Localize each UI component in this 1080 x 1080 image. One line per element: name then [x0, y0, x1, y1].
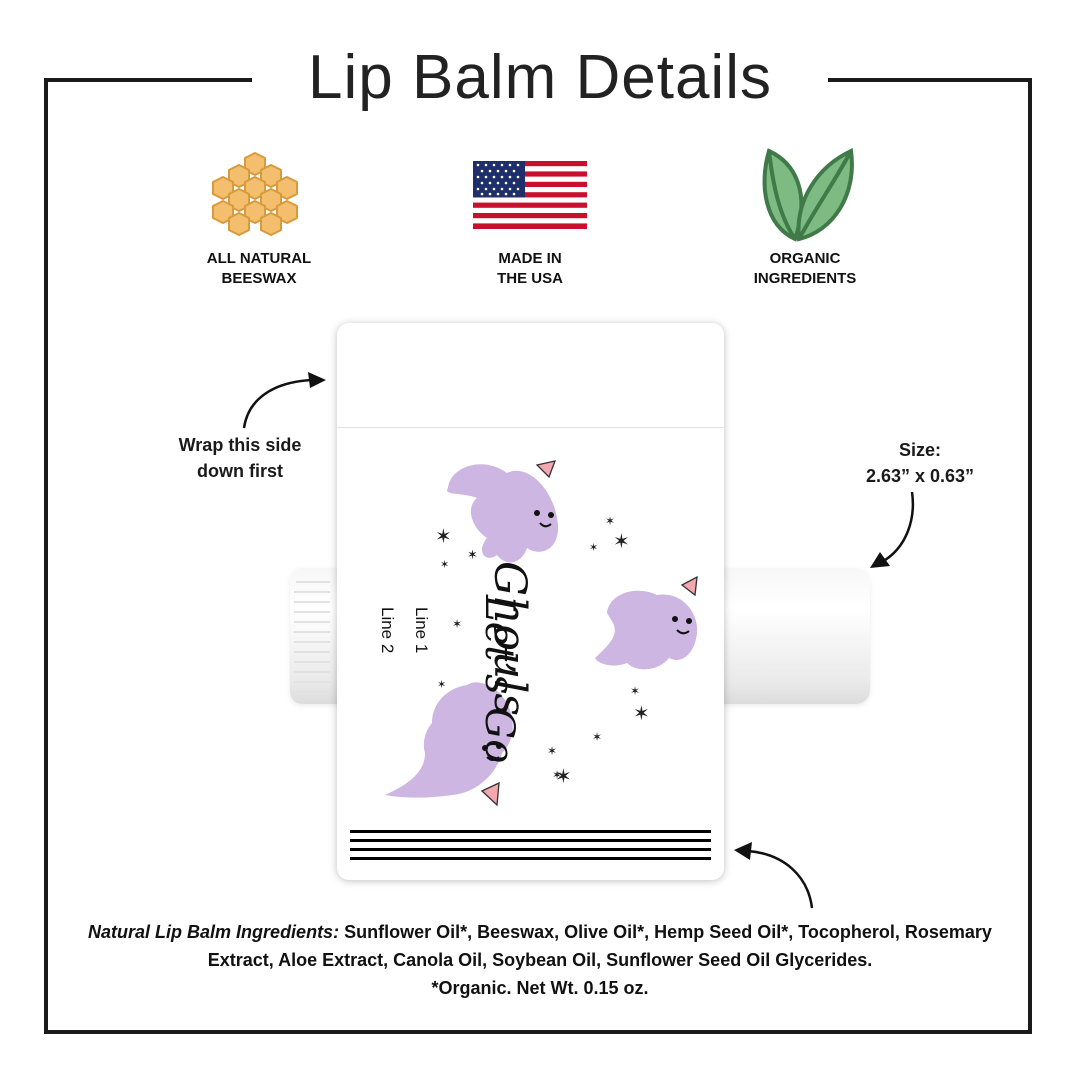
ingredients-text: Natural Lip Balm Ingredients: Sunflower …: [70, 918, 1010, 1002]
wrap-instruction: Wrap this side down first: [178, 435, 302, 481]
svg-text:✶: ✶: [552, 768, 562, 782]
feature-label-usa: MADE IN THE USA: [497, 250, 563, 287]
svg-text:✶: ✶: [467, 548, 478, 563]
svg-text:✶: ✶: [613, 529, 630, 553]
personalization-line-1: Line 1: [412, 607, 431, 654]
usa-flag-icon: [420, 145, 640, 245]
ghost-icon: [385, 682, 513, 807]
feature-label-beeswax: ALL NATURAL BEESWAX: [206, 250, 312, 287]
svg-text:✶: ✶: [592, 730, 602, 744]
svg-text:✶: ✶: [440, 558, 449, 571]
personalization-line-2: Line 2: [378, 607, 397, 654]
ghost-icon: [447, 460, 559, 563]
svg-text:✶: ✶: [437, 678, 446, 691]
svg-text:✶: ✶: [435, 524, 452, 548]
lip-balm-label: ✶ ✶ ✶ ✶ ✶ ✶ ✶ ✶ ✶ ✶ ✶ ✶ ✶ ✶ Let’s Go Gho…: [337, 323, 724, 880]
feature-usa: MADE IN THE USA: [420, 145, 640, 289]
wrap-stripe: [350, 839, 711, 842]
svg-text:✶: ✶: [633, 701, 650, 725]
tube-base: [700, 568, 870, 704]
ingredients-note: *Organic. Net Wt. 0.15 oz.: [431, 978, 649, 998]
svg-text:✶: ✶: [555, 764, 572, 788]
wrap-stripe: [350, 830, 711, 833]
feature-label-organic: ORGANIC INGREDIENTS: [753, 250, 857, 287]
feature-organic: ORGANIC INGREDIENTS: [695, 145, 915, 289]
ghost-icon: [595, 575, 698, 670]
svg-text:✶: ✶: [589, 541, 598, 554]
wrap-stripe: [350, 857, 711, 860]
ingredients-body: Sunflower Oil*, Beeswax, Olive Oil*, Hem…: [207, 922, 992, 970]
svg-text:✶: ✶: [605, 514, 615, 528]
svg-text:✶: ✶: [630, 684, 640, 698]
headline-ghouls: Ghouls: [484, 561, 535, 716]
ingredients-heading: Natural Lip Balm Ingredients:: [88, 922, 340, 942]
svg-text:✶: ✶: [547, 744, 557, 758]
leaves-icon: [695, 145, 915, 245]
wrap-fold-line: [337, 427, 724, 428]
feature-beeswax: ALL NATURAL BEESWAX: [149, 145, 369, 289]
wrap-stripe: [350, 848, 711, 851]
page-title: Lip Balm Details: [252, 38, 828, 118]
size-annotation: Size: 2.63” x 0.63”: [865, 440, 975, 486]
ghost-artwork: ✶ ✶ ✶ ✶ ✶ ✶ ✶ ✶ ✶ ✶ ✶ ✶ ✶ ✶: [385, 460, 698, 807]
svg-text:✶: ✶: [452, 617, 462, 631]
honeycomb-icon: [149, 145, 369, 245]
ingredients-list: Natural Lip Balm Ingredients: Sunflower …: [70, 918, 1010, 974]
